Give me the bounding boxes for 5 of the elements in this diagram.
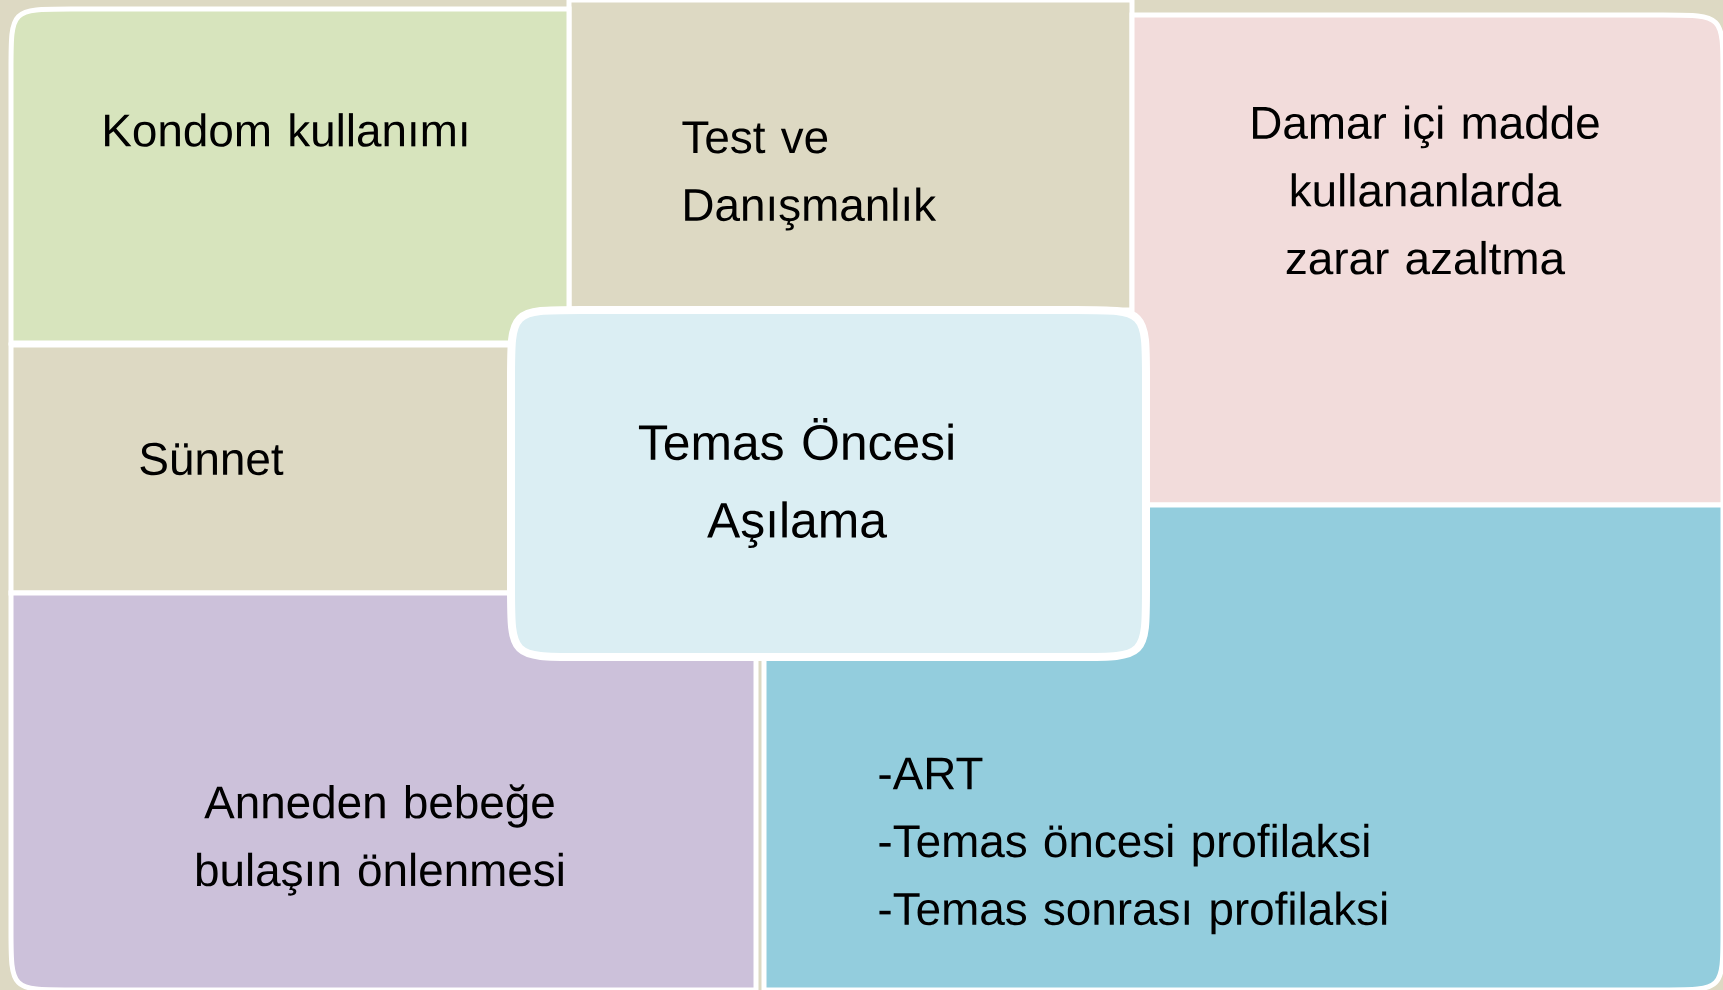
box: Sünnet <box>8 342 514 596</box>
rounded-box: Temas Öncesi Aşılama <box>507 306 1150 661</box>
rounded-box: Anneden bebeğe bulaşın önlenmesi <box>8 590 759 990</box>
rounded-box: Kondom kullanımı <box>8 6 572 346</box>
box: Test ve Danışmanlık <box>566 0 1135 313</box>
